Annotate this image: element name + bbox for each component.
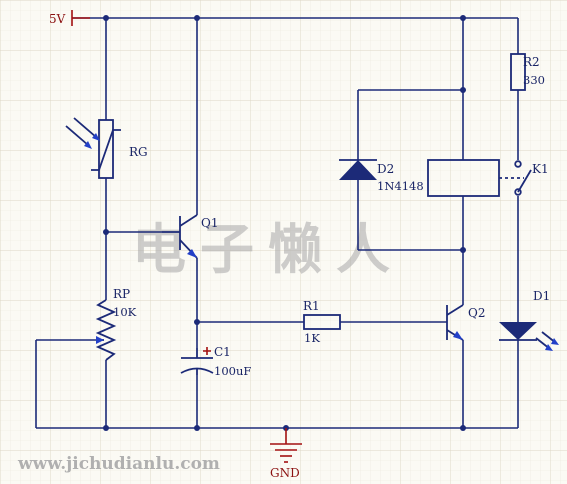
gnd-symbol: GND: [270, 428, 302, 480]
d1-ref: D1: [533, 289, 550, 303]
d2-value: 1N4148: [377, 179, 424, 193]
q1-ref: Q1: [201, 216, 218, 230]
r1-value: 1K: [304, 331, 320, 345]
relay-contact-k1: K1: [499, 160, 549, 196]
rp-value: 10K: [113, 305, 137, 319]
c1-ref: C1: [214, 345, 231, 359]
capacitor-c1: C1 100uF: [180, 345, 251, 378]
d2-ref: D2: [377, 162, 394, 176]
transistor-q1: Q1: [162, 214, 218, 259]
diode-d2: D2 1N4148: [339, 159, 424, 193]
photoresistor-rg: RG: [65, 117, 148, 179]
transistor-q2: Q2: [446, 304, 485, 341]
watermark-url: www.jichudianlu.com: [17, 454, 220, 474]
watermark-text: 电子懒人: [132, 217, 404, 281]
r1-ref: R1: [303, 299, 320, 313]
led-d1: D1: [499, 289, 559, 351]
vcc-label: 5V: [49, 12, 66, 26]
gnd-label: GND: [270, 466, 300, 480]
q2-ref: Q2: [468, 306, 485, 320]
k1-ref: K1: [532, 162, 549, 176]
vcc-port: 5V: [49, 10, 90, 26]
rg-ref: RG: [129, 145, 148, 159]
r2-value: 330: [523, 73, 545, 87]
rp-ref: RP: [113, 287, 130, 301]
resistor-r1: R1 1K: [303, 299, 341, 345]
c1-value: 100uF: [214, 364, 251, 378]
resistor-r2: R2 330: [510, 53, 545, 91]
potentiometer-rp: RP 10K: [95, 287, 137, 361]
r2-ref: R2: [523, 55, 540, 69]
